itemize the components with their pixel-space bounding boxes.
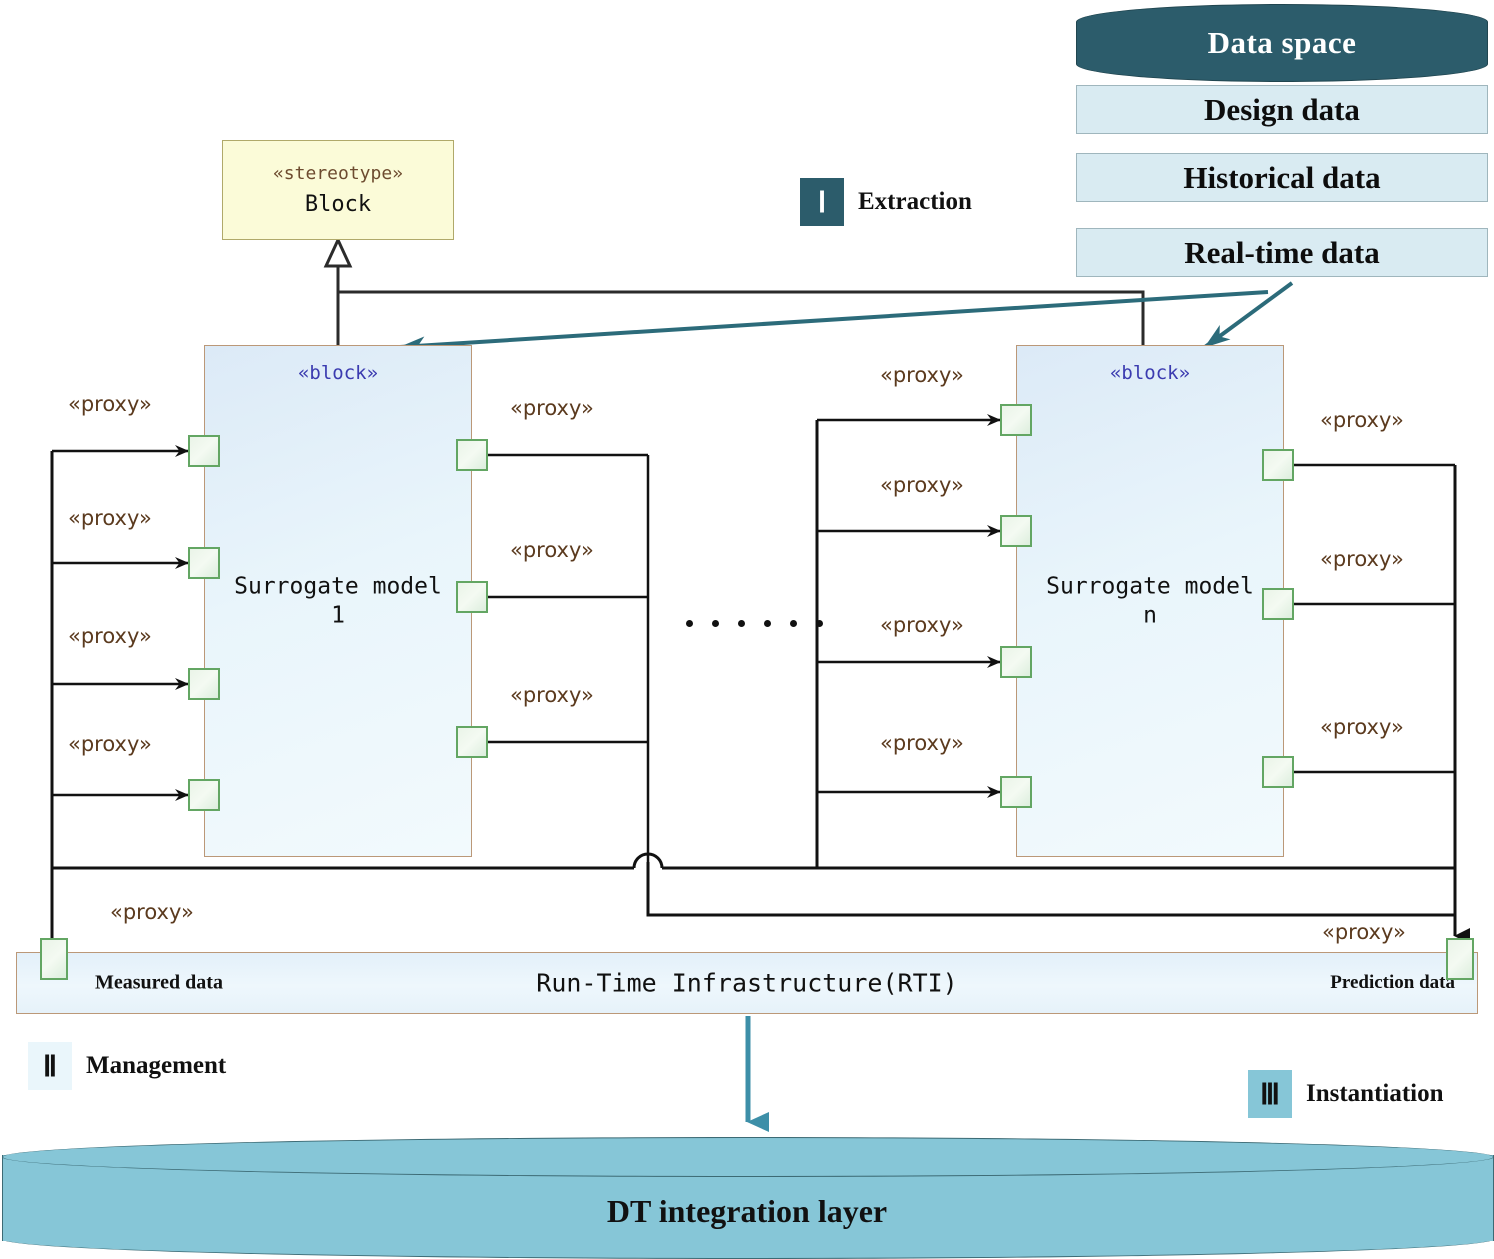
stage-label-instantiation: Instantiation (1306, 1080, 1444, 1107)
model-n-input-proxy-label-3: «proxy» (880, 613, 964, 637)
model-n-input-port-2[interactable] (1000, 515, 1032, 547)
stereotype-keyword: «stereotype» (272, 163, 404, 184)
model-1-name: Surrogate model 1 (234, 573, 442, 628)
model-1-output-port-1[interactable] (456, 439, 488, 471)
stereotype-block[interactable]: «stereotype» Block (222, 140, 454, 240)
model-n-input-port-4[interactable] (1000, 776, 1032, 808)
model-1-output-port-3[interactable] (456, 726, 488, 758)
surrogate-model-n[interactable]: «block» Surrogate model n (1016, 345, 1284, 857)
model-1-input-proxy-label-3: «proxy» (68, 624, 152, 648)
model-1-stereotype: «block» (297, 362, 379, 384)
surrogate-model-1[interactable]: «block» Surrogate model 1 (204, 345, 472, 857)
generalization-connector (323, 236, 1145, 352)
model-n-output-port-3[interactable] (1262, 756, 1294, 788)
stage-numeral-ii: Ⅱ (28, 1042, 72, 1090)
model-n-output-port-1[interactable] (1262, 449, 1294, 481)
model-1-output-proxy-label-3: «proxy» (510, 683, 594, 707)
model-1-input-proxy-label-2: «proxy» (68, 506, 152, 530)
stage-badge-instantiation: Ⅲ Instantiation (1248, 1070, 1444, 1118)
rti-input-proxy-label: «proxy» (110, 900, 194, 924)
model-n-stereotype: «block» (1109, 362, 1191, 384)
stereotype-name: Block (304, 192, 372, 217)
model-n-output-proxy-label-1: «proxy» (1320, 408, 1404, 432)
left-to-right-model-link (646, 862, 1455, 917)
rti-output-port[interactable] (1446, 938, 1474, 980)
rti-bar[interactable]: Run-Time Infrastructure(RTI) Measured da… (16, 952, 1478, 1014)
data-box-design[interactable]: Design data (1076, 85, 1488, 134)
left-model-output-bus (478, 453, 650, 862)
right-model-input-bus (815, 414, 1001, 868)
measured-data-label: Measured data (95, 971, 223, 994)
dt-layer-label: DT integration layer (606, 1193, 888, 1229)
data-space-cylinder[interactable]: Data space (1076, 4, 1488, 82)
stage-label-extraction: Extraction (858, 188, 972, 215)
model-1-output-proxy-label-2: «proxy» (510, 538, 594, 562)
model-n-input-proxy-label-2: «proxy» (880, 473, 964, 497)
ellipsis-dots (686, 620, 823, 627)
model-n-output-proxy-label-2: «proxy» (1320, 547, 1404, 571)
model-1-output-proxy-label-1: «proxy» (510, 396, 594, 420)
data-box-realtime[interactable]: Real-time data (1076, 228, 1488, 277)
stage-numeral-iii: Ⅲ (1248, 1070, 1292, 1118)
prediction-data-label: Prediction data (1330, 972, 1455, 993)
extraction-arrow-right (1203, 281, 1294, 349)
data-box-historical[interactable]: Historical data (1076, 153, 1488, 202)
interconnect-line-hop (52, 852, 1455, 870)
model-1-input-port-2[interactable] (188, 547, 220, 579)
dt-integration-layer[interactable]: DT integration layer (2, 1137, 1494, 1259)
model-n-input-proxy-label-4: «proxy» (880, 731, 964, 755)
model-n-name: Surrogate model n (1046, 573, 1254, 628)
rti-input-port[interactable] (40, 938, 68, 980)
model-1-input-port-3[interactable] (188, 668, 220, 700)
rti-output-proxy-label: «proxy» (1322, 920, 1406, 944)
data-space-label: Data space (1207, 25, 1357, 60)
rti-title: Run-Time Infrastructure(RTI) (536, 968, 958, 998)
stage-badge-extraction: Ⅰ Extraction (800, 178, 972, 226)
model-1-input-proxy-label-1: «proxy» (68, 392, 152, 416)
stage-label-management: Management (86, 1052, 227, 1079)
model-n-output-port-2[interactable] (1262, 588, 1294, 620)
stage-badge-management: Ⅱ Management (28, 1042, 226, 1090)
extraction-arrow-left (399, 290, 1269, 355)
model-1-input-port-4[interactable] (188, 779, 220, 811)
model-1-input-port-1[interactable] (188, 435, 220, 467)
model-n-output-proxy-label-3: «proxy» (1320, 715, 1404, 739)
model-n-input-port-1[interactable] (1000, 404, 1032, 436)
model-1-output-port-2[interactable] (456, 581, 488, 613)
dt-cylinder-top (2, 1137, 1494, 1177)
model-1-input-proxy-label-4: «proxy» (68, 732, 152, 756)
right-model-output-bus (1290, 463, 1470, 944)
stage-numeral-i: Ⅰ (800, 178, 844, 226)
model-n-input-proxy-label-1: «proxy» (880, 363, 964, 387)
model-n-input-port-3[interactable] (1000, 646, 1032, 678)
